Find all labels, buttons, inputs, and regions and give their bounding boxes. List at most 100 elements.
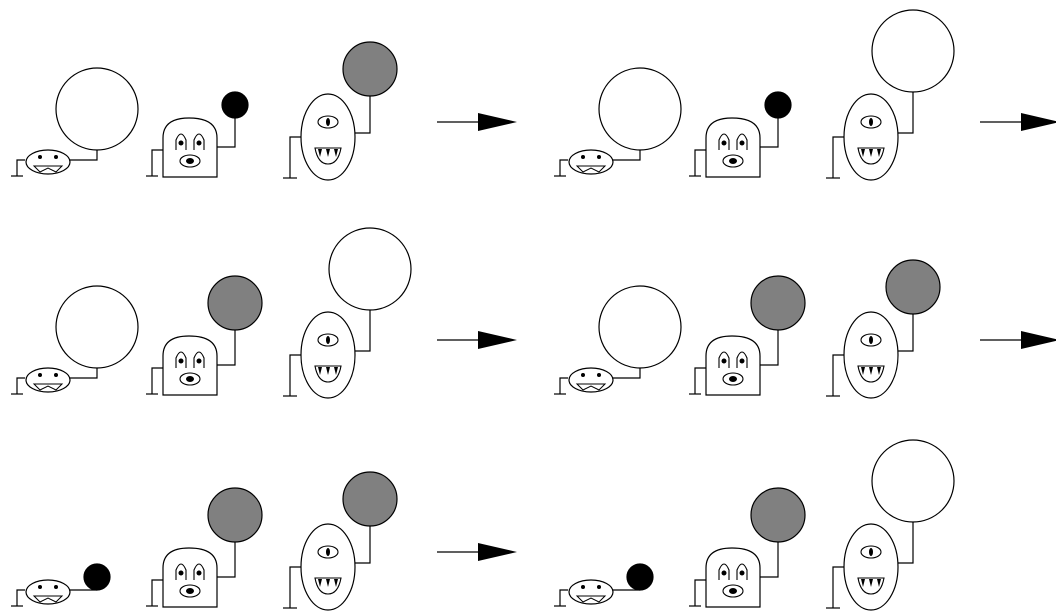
balloon <box>342 471 398 527</box>
oval-body <box>300 523 356 611</box>
arrow-head <box>1021 331 1056 349</box>
eye <box>869 548 873 556</box>
eye <box>721 358 727 364</box>
eye <box>869 336 873 344</box>
teeth <box>575 595 607 603</box>
box-creature <box>146 487 263 608</box>
eye <box>597 155 601 159</box>
flat-oval-creature <box>554 563 654 607</box>
arm-left <box>151 579 163 606</box>
fang <box>861 579 865 587</box>
eye <box>54 155 58 159</box>
eye <box>178 140 184 146</box>
fang <box>318 579 322 587</box>
arm-left <box>16 377 25 394</box>
balloon <box>626 563 654 591</box>
box-creature <box>689 91 792 178</box>
teeth <box>575 383 607 391</box>
balloon-string <box>217 542 236 578</box>
eye <box>721 140 727 146</box>
balloon-string <box>898 522 914 564</box>
eye-socket <box>193 133 205 150</box>
teeth <box>575 165 607 173</box>
box-creature <box>146 91 249 178</box>
eye <box>326 548 330 556</box>
next-arrow <box>437 543 517 561</box>
eye-socket <box>736 133 748 150</box>
eye <box>739 358 745 364</box>
arm-left <box>694 579 706 606</box>
arrow-head <box>478 113 517 131</box>
eye-socket <box>175 351 187 368</box>
box-body <box>705 547 761 608</box>
eye-socket <box>175 133 187 150</box>
eye <box>54 373 58 377</box>
balloon-string <box>217 330 236 366</box>
balloon <box>207 275 263 331</box>
balloon <box>207 487 263 543</box>
eye-socket <box>193 563 205 580</box>
fang <box>326 149 330 157</box>
teeth <box>32 383 64 391</box>
arm-left <box>151 149 163 176</box>
balloon <box>221 91 249 119</box>
balloon <box>55 285 139 369</box>
fang <box>869 367 873 375</box>
balloon <box>750 275 806 331</box>
fang <box>869 579 873 587</box>
balloon <box>871 9 955 93</box>
eye <box>739 140 745 146</box>
arm-left <box>289 566 301 608</box>
eye <box>196 570 202 576</box>
arm-left <box>559 159 568 176</box>
oval-body <box>843 93 899 181</box>
eye-socket <box>193 351 205 368</box>
cyclops-creature <box>283 227 412 399</box>
balloon <box>342 41 398 97</box>
eye <box>178 358 184 364</box>
balloon-string <box>70 150 98 161</box>
balloon-string <box>355 526 371 564</box>
arm-left <box>289 136 301 178</box>
balloon-string <box>217 118 236 148</box>
box-body <box>705 117 761 178</box>
flat-oval-creature <box>11 563 111 607</box>
eye <box>869 118 873 126</box>
arm-left <box>694 367 706 394</box>
oval-body <box>568 579 614 605</box>
oval-body <box>25 149 71 175</box>
flat-oval-creature <box>11 67 139 177</box>
eye <box>597 373 601 377</box>
arrow-head <box>1021 113 1056 131</box>
fang <box>877 367 881 375</box>
arm-left <box>832 566 844 608</box>
arrow-head <box>478 543 517 561</box>
oval-body <box>300 93 356 181</box>
cyclops-creature <box>283 471 398 611</box>
fang <box>318 149 322 157</box>
eye <box>38 155 42 159</box>
oval-body <box>568 367 614 393</box>
arm-left <box>559 377 568 394</box>
balloon <box>598 67 682 151</box>
eye <box>739 570 745 576</box>
next-arrow <box>980 113 1056 131</box>
balloon <box>598 285 682 369</box>
teeth <box>32 165 64 173</box>
mouth-inner <box>186 158 194 164</box>
next-arrow <box>437 113 517 131</box>
arm-left <box>16 589 25 606</box>
fang <box>877 579 881 587</box>
eye <box>597 585 601 589</box>
fang <box>861 149 865 157</box>
eye-socket <box>175 563 187 580</box>
box-creature <box>689 487 806 608</box>
oval-body <box>843 311 899 399</box>
eye <box>178 570 184 576</box>
balloon-string <box>355 96 371 134</box>
eye <box>54 585 58 589</box>
eye-socket <box>736 351 748 368</box>
cyclops-creature <box>826 439 955 611</box>
cyclops-creature <box>826 259 941 399</box>
